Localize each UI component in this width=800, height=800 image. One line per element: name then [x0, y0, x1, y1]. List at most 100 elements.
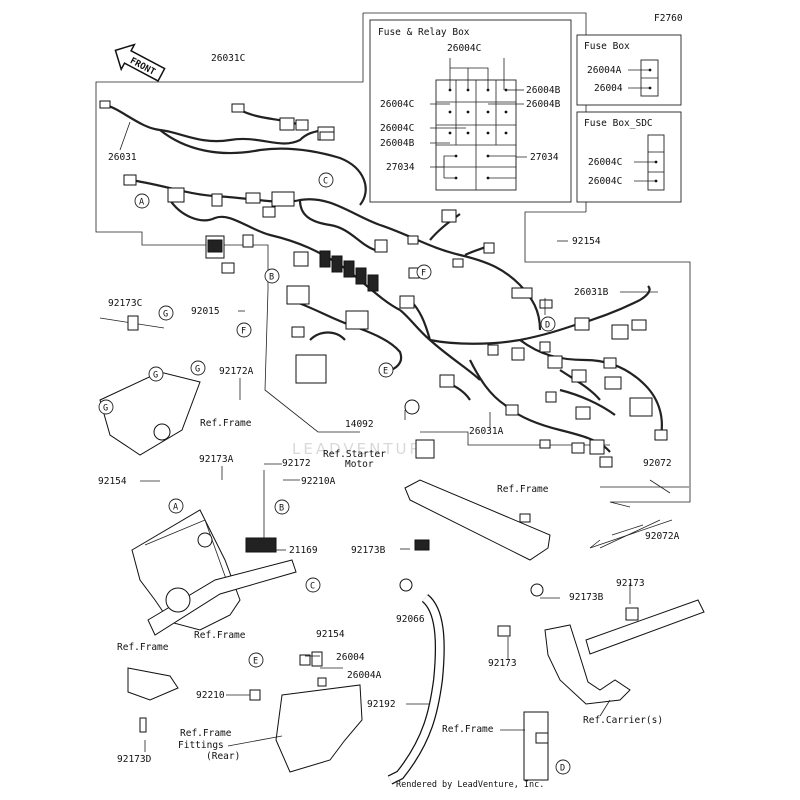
- part-label: 26031: [108, 152, 137, 163]
- ref-label: Ref.Frame: [194, 630, 246, 641]
- callout-markers: A B C D E F G G G G F E A B C D: [98, 172, 571, 775]
- footer-credit: Rendered by LeadVenture, Inc.: [396, 780, 544, 790]
- svg-text:E: E: [253, 657, 258, 667]
- fuse-relay-label-1: 26004C: [447, 43, 481, 54]
- fuse-relay-box-title: Fuse & Relay Box: [378, 27, 470, 38]
- callout-c: C: [305, 577, 321, 593]
- part-label: 92210: [196, 690, 225, 701]
- part-label: 92173: [488, 658, 517, 669]
- hose-92192: [387, 578, 445, 785]
- callout-f: F: [416, 264, 432, 280]
- part-label: 92192: [367, 699, 396, 710]
- fuse-box-label-1: 26004A: [587, 65, 622, 76]
- fuse-relay-box: Fuse & Relay Box 26004C 26004C 26004B: [369, 19, 572, 203]
- callout-d: D: [540, 316, 556, 332]
- fuse-box-sdc-title: Fuse Box_SDC: [584, 118, 653, 129]
- part-label: 14092: [345, 419, 374, 430]
- svg-text:D: D: [560, 764, 565, 774]
- leader-lines: [119, 121, 658, 752]
- part-label: 92172: [282, 458, 311, 469]
- frame-assembly-left: [99, 315, 297, 636]
- fuse-box-sdc-label-1: 26004C: [588, 157, 622, 168]
- part-label: 92173A: [199, 454, 234, 465]
- svg-text:B: B: [269, 273, 274, 283]
- callout-b: B: [264, 268, 280, 284]
- fuse-relay-label-7: 27034: [386, 162, 415, 173]
- part-label: 92210A: [301, 476, 336, 487]
- part-labels: 26031C 26031 92154 26031B 92173C 92015 9…: [98, 53, 680, 765]
- part-label: 92072A: [645, 531, 680, 542]
- svg-text:C: C: [323, 177, 328, 187]
- ref-label: Ref.Frame: [200, 418, 252, 429]
- part-label: 92072: [643, 458, 672, 469]
- part-label: 26004A: [347, 670, 382, 681]
- part-label: 92173B: [351, 545, 386, 556]
- svg-text:A: A: [139, 198, 144, 208]
- part-label: 92173D: [117, 754, 152, 765]
- callout-g: G: [158, 305, 174, 321]
- callout-g: G: [148, 366, 164, 382]
- part-label: 92172A: [219, 366, 254, 377]
- frame-assembly-right: [404, 399, 705, 781]
- fuse-box-label-2: 26004: [594, 83, 623, 94]
- diagram-code: F2760: [654, 13, 683, 24]
- part-label: 92154: [98, 476, 127, 487]
- fuse-box-title: Fuse Box: [584, 41, 630, 52]
- part-label: 26004: [336, 652, 365, 663]
- part-label: 92015: [191, 306, 220, 317]
- callout-e: E: [248, 652, 264, 668]
- fuse-box-sdc-label-2: 26004C: [588, 176, 622, 187]
- callout-a: A: [168, 498, 184, 514]
- svg-text:F: F: [241, 327, 246, 337]
- ref-label: Ref.Carrier(s): [583, 715, 663, 726]
- callout-g: G: [98, 399, 114, 415]
- ref-label: Motor: [345, 459, 374, 470]
- svg-text:G: G: [163, 310, 168, 320]
- fuse-relay-label-4: 26004B: [526, 99, 561, 110]
- part-label: 26031C: [211, 53, 245, 64]
- bottom-left-parts: [127, 651, 363, 773]
- part-label: 92173B: [569, 592, 604, 603]
- fuse-relay-label-5: 26004C: [380, 123, 414, 134]
- svg-text:B: B: [279, 504, 284, 514]
- reference-labels: Ref.Frame Ref.Starter Motor Ref.Frame Re…: [117, 418, 663, 762]
- connectors: [99, 100, 668, 468]
- svg-text:G: G: [103, 404, 108, 414]
- part-label: 26031A: [469, 426, 504, 437]
- callout-a: A: [134, 193, 150, 209]
- ref-label: Ref.Frame: [117, 642, 169, 653]
- svg-text:G: G: [195, 365, 200, 375]
- fuse-box: Fuse Box 26004A 26004: [576, 34, 682, 106]
- part-label: 92173: [616, 578, 645, 589]
- svg-text:A: A: [173, 503, 178, 513]
- ref-label: Ref.Frame: [497, 484, 549, 495]
- ref-label: Fittings: [178, 740, 224, 751]
- callout-e: E: [378, 362, 394, 378]
- part-label: 92154: [316, 629, 345, 640]
- callout-g: G: [190, 360, 206, 376]
- ref-label: (Rear): [206, 751, 240, 762]
- callout-c: C: [318, 172, 334, 188]
- part-label: 92066: [396, 614, 425, 625]
- svg-text:D: D: [545, 321, 550, 331]
- part-label: 92154: [572, 236, 601, 247]
- front-arrow-icon: FRONT: [114, 43, 166, 82]
- ref-label: Ref.Frame: [442, 724, 494, 735]
- part-label: 26031B: [574, 287, 609, 298]
- fuse-relay-label-3: 26004B: [526, 85, 561, 96]
- callout-b: B: [274, 499, 290, 515]
- svg-text:E: E: [383, 367, 388, 377]
- part-label: 21169: [289, 545, 318, 556]
- svg-text:F: F: [421, 269, 426, 279]
- callout-d: D: [555, 759, 571, 775]
- fuse-relay-label-8: 27034: [530, 152, 559, 163]
- ref-label: Ref.Starter: [323, 449, 386, 460]
- watermark: LEADVENTURE: [292, 440, 435, 458]
- fuse-relay-label-2: 26004C: [380, 99, 414, 110]
- callout-f: F: [236, 322, 252, 338]
- part-label: 92173C: [108, 298, 142, 309]
- fuse-relay-label-6: 26004B: [380, 138, 415, 149]
- fuse-box-sdc: Fuse Box_SDC 26004C 26004C: [576, 111, 682, 203]
- svg-text:C: C: [310, 582, 315, 592]
